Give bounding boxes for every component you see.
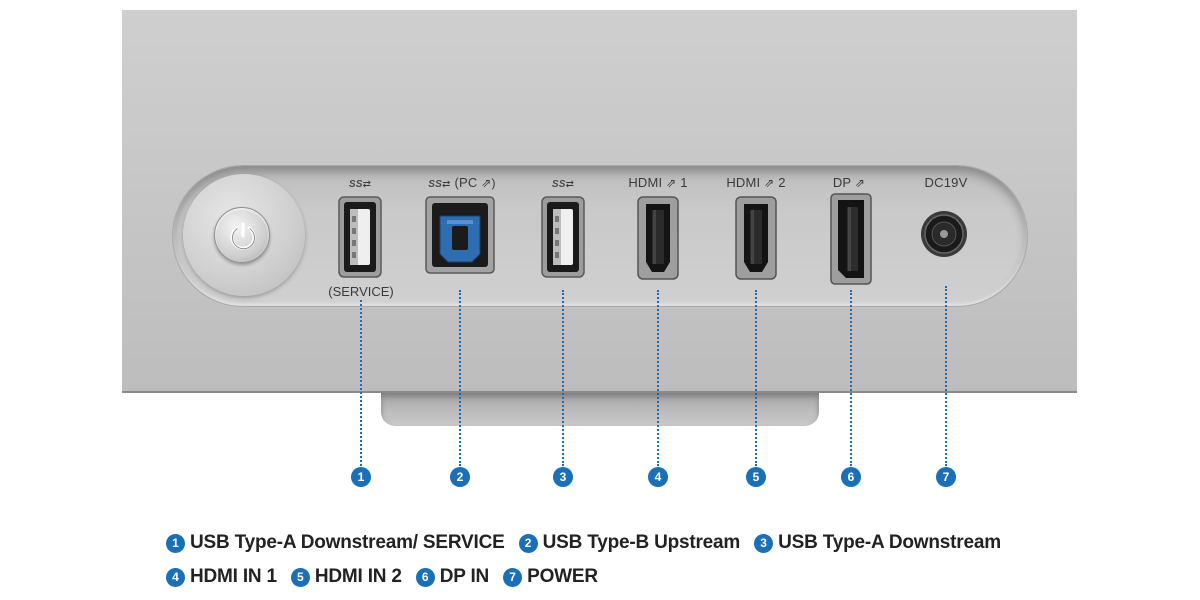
badge-4: 4	[648, 467, 668, 487]
dc-power-jack[interactable]	[920, 210, 968, 258]
badge-1: 1	[351, 467, 371, 487]
port-3-label: SS⇄	[551, 179, 575, 190]
monitor-stand	[381, 393, 819, 426]
badge-2: 2	[450, 467, 470, 487]
input-arrow-icon: ⇗	[854, 176, 866, 190]
leader-line-2	[459, 290, 461, 466]
power-button[interactable]	[214, 207, 270, 263]
leader-line-6	[850, 290, 852, 466]
leader-line-7	[945, 286, 947, 466]
usb-superspeed-icon: SS	[551, 179, 566, 190]
leader-line-4	[657, 290, 659, 466]
usb-superspeed-icon: SS	[428, 179, 443, 190]
power-icon	[230, 222, 256, 250]
leader-line-5	[755, 290, 757, 466]
badge-6: 6	[841, 467, 861, 487]
port-5-label: HDMI ⇗ 2	[726, 175, 786, 190]
port-4-label: HDMI ⇗ 1	[628, 175, 688, 190]
leader-line-3	[562, 290, 564, 466]
badge-5: 5	[746, 467, 766, 487]
input-arrow-icon: ⇗)	[481, 176, 496, 190]
displayport-port[interactable]	[830, 193, 872, 285]
port-recess	[172, 165, 1028, 307]
port-7-label: DC19V	[924, 175, 968, 190]
leader-line-1	[360, 300, 362, 466]
usb-a-port-service[interactable]	[338, 196, 382, 278]
usb-b-port[interactable]	[425, 196, 495, 274]
badge-3: 3	[553, 467, 573, 487]
port-6-label: DP ⇗	[832, 175, 866, 190]
usb-a-port[interactable]	[541, 196, 585, 278]
port-2-label: SS⇄ (PC ⇗)	[428, 175, 496, 190]
hdmi-port-1[interactable]	[637, 196, 679, 280]
port-1-label: SS⇄	[348, 179, 372, 190]
input-arrow-icon: ⇗	[666, 176, 677, 190]
usb-superspeed-icon: SS	[348, 179, 363, 190]
service-label: (SERVICE)	[328, 284, 394, 299]
badge-7: 7	[936, 467, 956, 487]
input-arrow-icon: ⇗	[764, 176, 775, 190]
hdmi-port-2[interactable]	[735, 196, 777, 280]
